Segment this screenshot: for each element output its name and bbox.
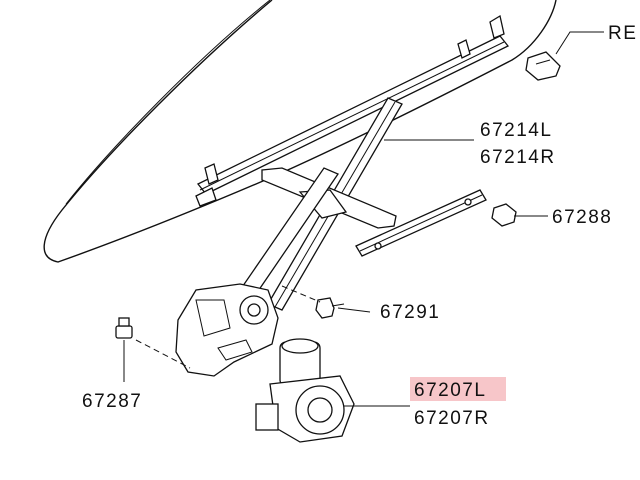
door-glass [43, 0, 557, 263]
nut-67288-part [491, 203, 517, 227]
window-motor [255, 338, 355, 443]
leader-lines [123, 31, 604, 407]
regulator-base-plate [175, 283, 279, 377]
dashed-guides [135, 285, 321, 369]
callout-highlight [410, 377, 506, 401]
regulator-scissor-arms [234, 97, 403, 311]
bolt-67291-part [315, 297, 345, 319]
callout-67288: 67288 [552, 207, 612, 228]
bolt-upper-right [525, 51, 561, 81]
callout-67207l: 67207L [414, 380, 486, 401]
callout-67287: 67287 [82, 391, 142, 412]
bolt-67287-part [115, 317, 133, 339]
callout-67207r: 67207R [414, 408, 490, 429]
glass-rail-upper [195, 14, 510, 207]
lower-guide-channel [355, 189, 487, 257]
callout-67291: 67291 [380, 302, 440, 323]
callout-re: RE [608, 23, 637, 44]
callout-67214r: 67214R [480, 147, 556, 168]
callout-67214l: 67214L [480, 120, 552, 141]
